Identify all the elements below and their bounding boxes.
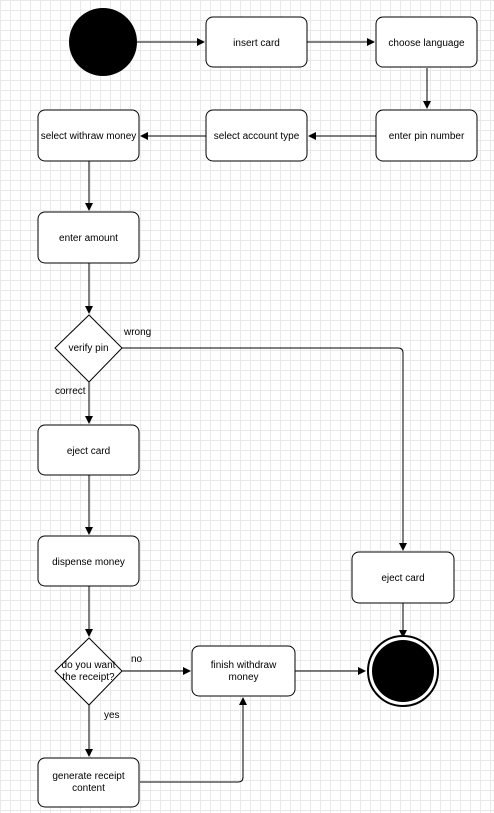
- label-no: no: [131, 654, 143, 665]
- label-select-account: select account type: [214, 131, 300, 142]
- decision-receipt: do you want the receipt?: [54, 637, 123, 706]
- node-eject-card-right: eject card: [351, 551, 455, 604]
- label-eject-card-left: eject card: [67, 446, 110, 457]
- label-eject-card-right: eject card: [381, 573, 424, 584]
- start-node: [69, 8, 137, 76]
- node-enter-amount: enter amount: [37, 211, 140, 264]
- edge-generate-finish: [140, 697, 247, 783]
- node-finish-withdraw: finish withdraw money: [191, 645, 296, 697]
- edge-verify-wrong: [122, 347, 407, 551]
- node-select-account: select account type: [205, 109, 308, 162]
- label-insert-card: insert card: [233, 38, 280, 49]
- decision-verify-pin: verify pin: [54, 314, 123, 383]
- node-dispense-money: dispense money: [37, 535, 140, 587]
- end-node: [367, 635, 439, 707]
- label-enter-pin: enter pin number: [389, 131, 465, 142]
- label-enter-amount: enter amount: [59, 233, 118, 244]
- node-insert-card: insert card: [205, 16, 308, 68]
- label-choose-language: choose language: [388, 38, 465, 49]
- label-correct: correct: [55, 386, 86, 397]
- edges: [85, 38, 431, 783]
- label-generate-line1: generate receipt: [52, 771, 124, 782]
- label-receipt-line1: do you want: [62, 660, 116, 671]
- node-eject-card-left: eject card: [37, 424, 140, 476]
- node-select-withdraw: select withraw money: [37, 109, 140, 162]
- label-select-withdraw: select withraw money: [41, 131, 137, 142]
- label-finish-line1: finish withdraw: [211, 660, 277, 671]
- label-receipt-line2: the receipt?: [62, 672, 115, 683]
- label-wrong: wrong: [123, 327, 151, 338]
- node-generate-receipt: generate receipt content: [37, 757, 140, 808]
- label-dispense-money: dispense money: [52, 557, 125, 568]
- label-yes: yes: [104, 710, 120, 721]
- label-finish-line2: money: [228, 672, 258, 683]
- label-generate-line2: content: [72, 783, 105, 794]
- node-choose-language: choose language: [375, 16, 478, 68]
- label-verify-pin: verify pin: [68, 343, 108, 354]
- node-enter-pin: enter pin number: [375, 109, 478, 162]
